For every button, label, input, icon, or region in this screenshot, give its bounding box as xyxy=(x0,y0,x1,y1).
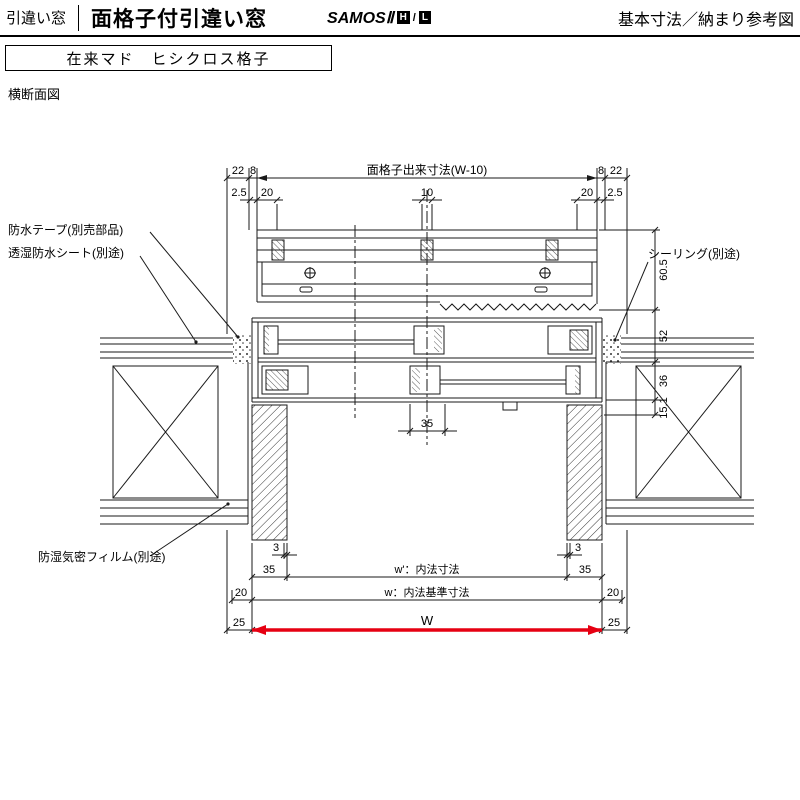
header-note: 基本寸法／納まり参考図 xyxy=(617,11,794,29)
view-label: 横断面図 xyxy=(8,87,61,102)
right-wall-section xyxy=(602,334,754,525)
callout-sealing: シーリング(別途) xyxy=(648,246,740,261)
dim-label-60-5: 60.5 xyxy=(658,259,670,280)
dim-label-lattice-width: 面格子出来寸法(W-10) xyxy=(367,162,487,177)
callout-moisture-film: 防湿気密フィルム(別途) xyxy=(38,549,166,564)
brand-name: SAMOSⅡ xyxy=(327,9,394,27)
dim-label-2-5-right: 2.5 xyxy=(607,187,622,199)
spec-label: 在来マド ヒシクロス格子 xyxy=(66,50,271,68)
brand-logo: SAMOSⅡ H / L xyxy=(327,8,431,28)
cross-section-drawing: 面格子出来寸法(W-10) 22 8 8 22 2.5 20 10 20 2.5… xyxy=(8,162,754,635)
dim-label-8-right: 8 xyxy=(598,165,604,177)
screw-symbol xyxy=(539,267,551,279)
page-header: 引違い窓 面格子付引違い窓 SAMOSⅡ H / L 基本寸法／納まり参考図 xyxy=(0,0,800,37)
callout-breathable-sheet: 透湿防水シート(別途) xyxy=(8,245,124,260)
screw-symbol xyxy=(304,267,316,279)
leader-lines xyxy=(139,231,649,557)
casing-post-right xyxy=(566,404,603,541)
dim-label-15-1: 15.1 xyxy=(658,397,670,418)
spec-label-box: 在来マド ヒシクロス格子 xyxy=(5,45,332,71)
dim-label-35-right: 35 xyxy=(579,564,591,576)
dim-label-22-left: 22 xyxy=(232,165,244,177)
dim-label-52: 52 xyxy=(658,330,670,342)
dim-label-35-center: 35 xyxy=(421,418,433,430)
casing-post-left xyxy=(251,404,288,541)
dimension-lines xyxy=(223,168,660,634)
dim-label-22-right: 22 xyxy=(610,165,622,177)
callout-waterproof-tape: 防水テープ(別売部品) xyxy=(8,222,123,237)
dim-label-10-center: 10 xyxy=(421,187,433,199)
mortar-stipple-left xyxy=(233,334,252,364)
dim-label-3-right: 3 xyxy=(575,542,581,554)
sash-stopper xyxy=(502,401,518,411)
dim-label-20-bottom-left: 20 xyxy=(235,587,247,599)
dim-label-w-overall: W xyxy=(421,613,434,628)
dim-label-3-left: 3 xyxy=(273,542,279,554)
header-divider xyxy=(78,4,80,31)
inner-sash xyxy=(409,365,581,395)
w-dimension-arrow xyxy=(252,625,602,635)
dim-label-20-top-left: 20 xyxy=(261,187,273,199)
dim-label-2-5-left: 2.5 xyxy=(231,187,246,199)
dim-label-25-left: 25 xyxy=(233,617,245,629)
page-title: 面格子付引違い窓 xyxy=(91,7,268,31)
casing-posts xyxy=(251,404,603,541)
brand-badge-h: H xyxy=(396,11,410,24)
dim-label-8-left: 8 xyxy=(250,165,256,177)
brand-badge-separator: / xyxy=(412,11,416,24)
lattice-serration xyxy=(439,303,597,311)
brand-badge-l: L xyxy=(418,11,431,24)
outer-sash xyxy=(263,325,445,355)
dim-label-35-left: 35 xyxy=(263,564,275,576)
center-lines xyxy=(354,190,428,445)
dim-label-w-prime: w'：内法寸法 xyxy=(393,562,459,576)
sealing-stipple-right xyxy=(602,334,621,364)
dim-label-w-base: w：内法基準寸法 xyxy=(384,585,470,599)
dim-label-36: 36 xyxy=(658,375,670,387)
dim-label-20-top-right: 20 xyxy=(581,187,593,199)
dim-label-25-right: 25 xyxy=(608,617,620,629)
window-category: 引違い窓 xyxy=(6,10,67,27)
left-wall-section xyxy=(100,334,252,525)
dim-label-20-bottom-right: 20 xyxy=(607,587,619,599)
